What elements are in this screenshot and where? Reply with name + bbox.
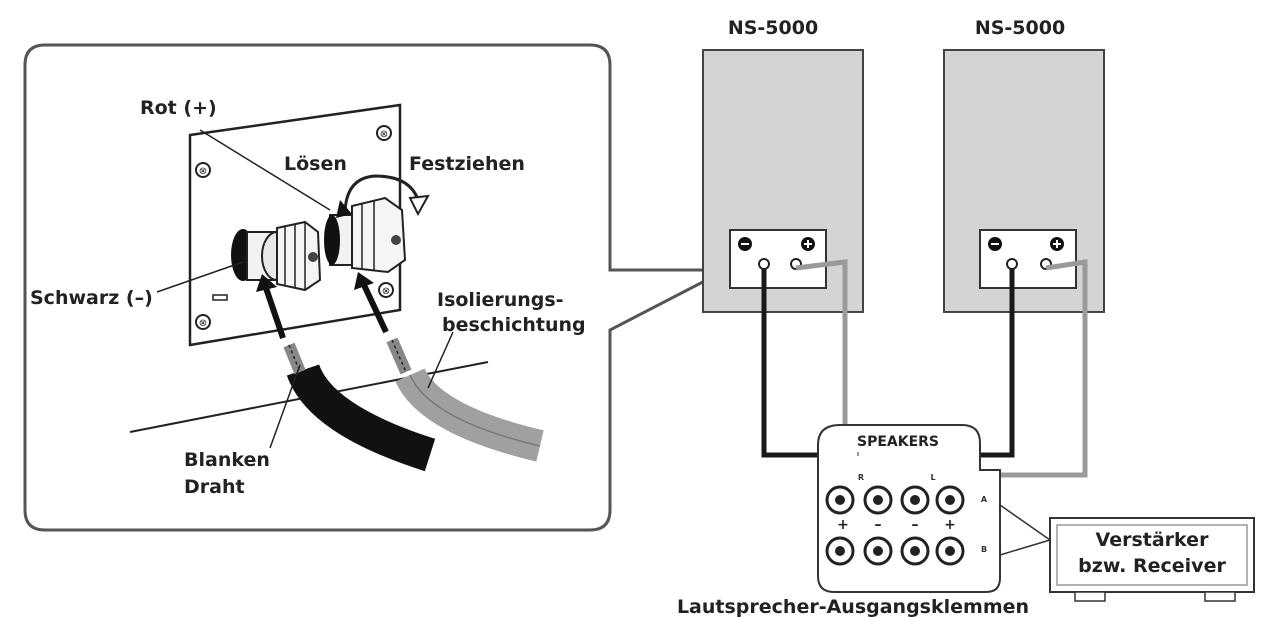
black-terminal-label: Schwarz (–): [30, 287, 153, 309]
detail-callout: ⊗ ⊗ ⊗ ⊗: [23, 43, 727, 532]
gray-cable: [395, 367, 544, 462]
amplifier-body: [1049, 517, 1255, 593]
speaker-output-terminals: SPEAKERS R L A B + – – +: [817, 424, 1001, 593]
insulation-label-line1: Isolierungs-: [437, 289, 564, 311]
right-speaker: [943, 49, 1105, 313]
svg-text:⊗: ⊗: [382, 286, 390, 297]
callout-line-amp: [999, 539, 1051, 556]
leader-line-insulation: [427, 331, 454, 389]
left-speaker: [702, 49, 864, 313]
loosen-arrow-icon: [336, 200, 352, 218]
bare-wire-label-line1: Blanken: [184, 449, 270, 471]
black-cable: [286, 363, 436, 472]
insulation-label-line2: beschichtung: [442, 314, 586, 336]
terminal-row-a: [825, 485, 965, 515]
amplifier-foot: [1204, 591, 1236, 602]
minus-mark-icon: [212, 294, 228, 301]
row-b-label: B: [981, 545, 987, 554]
screw-icon: ⊗: [195, 314, 211, 330]
bare-wire-label-line2: Draht: [184, 476, 245, 498]
callout-line-amp: [999, 504, 1051, 541]
leader-line-bare-wire: [269, 364, 301, 449]
insert-arrow-icon: [256, 274, 277, 292]
terminals-caption: Lautsprecher-Ausgangsklemmen: [677, 596, 1029, 618]
insert-arrow-shaft: [263, 287, 286, 339]
minus-mark-r: –: [875, 517, 882, 533]
leader-line-black: [156, 261, 244, 293]
insert-arrow-shaft: [361, 283, 389, 334]
amplifier-label-line1: Verstärker: [1096, 529, 1210, 551]
black-binding-post: [231, 220, 322, 292]
svg-text:⊗: ⊗: [199, 318, 207, 329]
minus-mark-l: –: [912, 517, 919, 533]
terminal-hole-icon: [758, 258, 770, 270]
screw-icon: ⊗: [376, 125, 392, 141]
right-speaker-title: NS-5000: [975, 17, 1065, 39]
speakers-panel-title: SPEAKERS: [857, 434, 939, 450]
screw-icon: ⊗: [195, 162, 211, 178]
channel-l-label: L: [930, 473, 935, 482]
bare-wire-gray: [386, 337, 412, 375]
insert-arrow-icon: [354, 272, 374, 290]
leader-line-red: [199, 129, 331, 211]
svg-text:⊗: ⊗: [380, 129, 388, 140]
terminal-hole-icon: [1006, 258, 1018, 270]
channel-r-label: R: [858, 473, 864, 482]
tighten-arrow-icon: [408, 194, 430, 217]
left-speaker-title: NS-5000: [728, 17, 818, 39]
amplifier-foot: [1074, 591, 1106, 602]
terminal-row-b: [825, 536, 965, 566]
red-terminal-label: Rot (+): [140, 97, 217, 119]
amplifier-label-line2: bzw. Receiver: [1078, 555, 1226, 577]
row-a-label: A: [981, 495, 988, 504]
svg-text:⊗: ⊗: [199, 166, 207, 177]
plus-mark-r: +: [837, 517, 849, 533]
screw-icon: ⊗: [378, 282, 394, 298]
plus-mark-l: +: [944, 517, 956, 533]
rotation-arc-icon: [343, 174, 420, 216]
amplifier-receiver: Verstärker bzw. Receiver: [1049, 517, 1255, 602]
tighten-label: Festziehen: [409, 153, 525, 175]
red-binding-post: [324, 196, 407, 274]
loosen-label: Lösen: [284, 153, 347, 175]
